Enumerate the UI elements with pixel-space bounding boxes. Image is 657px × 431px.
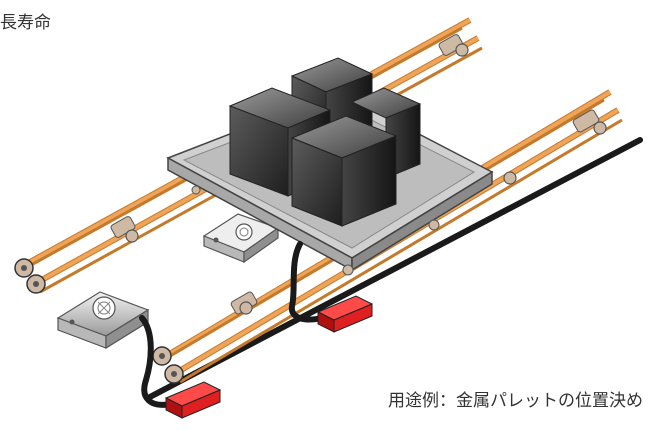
cable-front-sensor xyxy=(139,315,175,408)
proximity-sensor-back xyxy=(202,213,280,264)
roller xyxy=(110,216,139,243)
proximity-sensor-front xyxy=(56,291,150,350)
end-pulley xyxy=(152,346,184,384)
red-sensor-rear xyxy=(316,295,374,333)
roller xyxy=(503,171,517,185)
roller xyxy=(572,109,607,135)
cable-main xyxy=(145,137,643,401)
roller xyxy=(438,34,469,57)
title-text: 長寿命 xyxy=(0,13,51,33)
end-pulley xyxy=(14,258,46,294)
usage-caption: 用途例：金属パレットの位置決め xyxy=(388,391,643,411)
block-front xyxy=(290,115,398,227)
cable-back-sensor xyxy=(288,241,325,323)
red-sensor-front xyxy=(164,381,222,419)
roller xyxy=(230,291,258,315)
